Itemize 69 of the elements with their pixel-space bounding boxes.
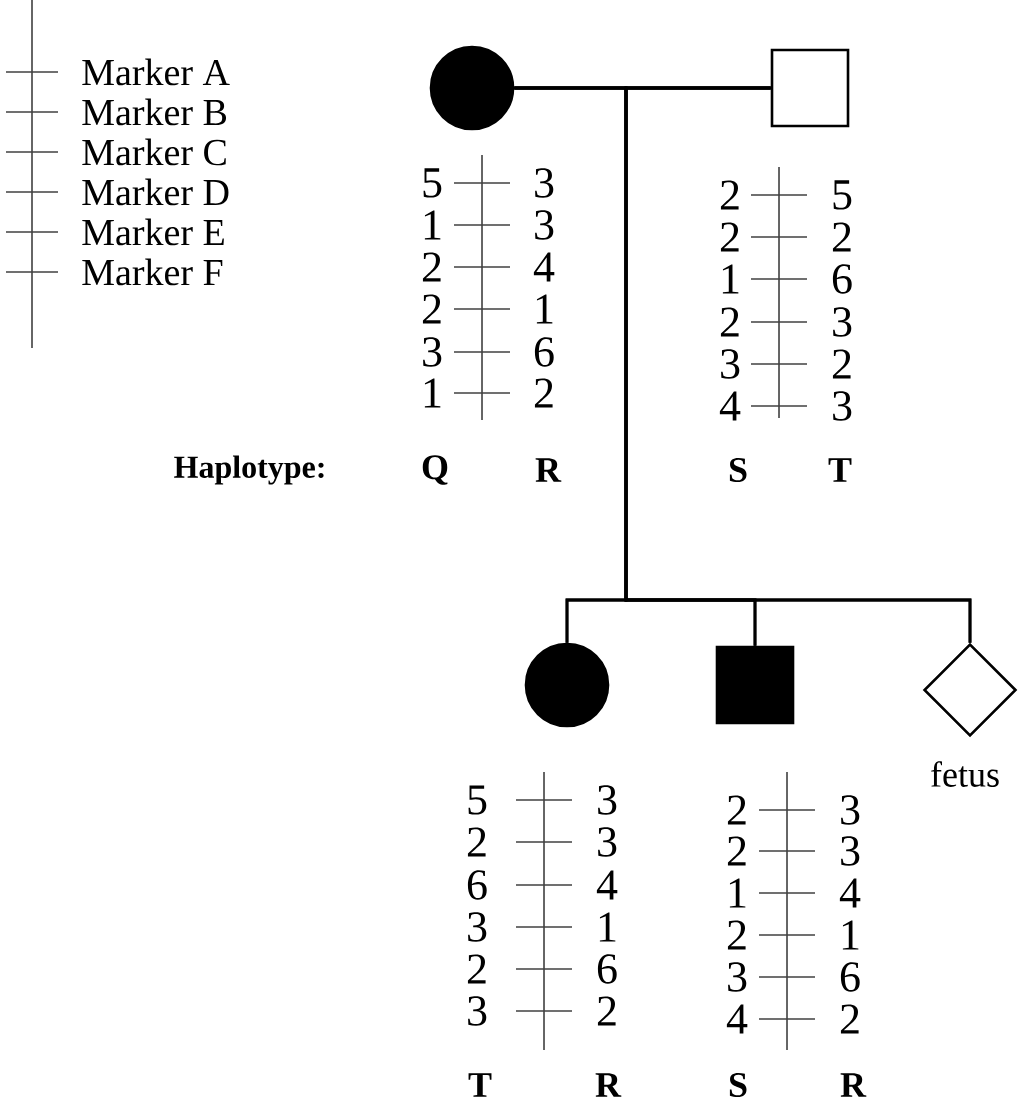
allele-number: 1 bbox=[722, 264, 739, 294]
allele-number: 3 bbox=[468, 912, 487, 942]
allele-number: 3 bbox=[535, 210, 554, 240]
haplotype-label: R bbox=[535, 458, 562, 482]
allele-number: 2 bbox=[832, 349, 851, 379]
allele-number: 6 bbox=[832, 264, 852, 294]
allele-number: 3 bbox=[468, 996, 487, 1026]
female-circle bbox=[524, 642, 610, 728]
allele-number: 1 bbox=[842, 920, 859, 950]
allele-number: 3 bbox=[598, 827, 617, 857]
marker-label: Marker C bbox=[82, 138, 226, 166]
descent-line bbox=[624, 86, 972, 643]
marker-label: Marker B bbox=[82, 98, 227, 126]
allele-number: 6 bbox=[534, 337, 554, 367]
male-square bbox=[715, 645, 795, 725]
allele-number: 1 bbox=[729, 878, 746, 908]
allele-number: 3 bbox=[423, 337, 442, 367]
allele-number: 6 bbox=[467, 870, 487, 900]
allele-number: 2 bbox=[720, 307, 739, 337]
allele-number: 4 bbox=[596, 870, 618, 900]
allele-number: 3 bbox=[833, 307, 852, 337]
allele-number: 3 bbox=[833, 391, 852, 421]
allele-number: 5 bbox=[833, 180, 852, 210]
allele-number: 2 bbox=[534, 378, 553, 408]
allele-number: 3 bbox=[841, 795, 860, 825]
allele-number: 3 bbox=[841, 836, 860, 866]
allele-number: 6 bbox=[597, 954, 617, 984]
allele-number: 4 bbox=[719, 391, 741, 421]
marker-label: Marker A bbox=[82, 58, 230, 86]
allele-number: 2 bbox=[597, 996, 616, 1026]
allele-number: 2 bbox=[727, 920, 746, 950]
allele-number: 2 bbox=[467, 827, 486, 857]
haplotype-label: R bbox=[595, 1073, 622, 1097]
haplotype-label: R bbox=[840, 1073, 867, 1097]
allele-number: 2 bbox=[840, 1004, 859, 1034]
allele-number: 3 bbox=[598, 785, 617, 815]
allele-number: 4 bbox=[839, 878, 861, 908]
allele-number: 1 bbox=[424, 378, 441, 408]
allele-number: 1 bbox=[599, 912, 616, 942]
allele-number: 2 bbox=[727, 836, 746, 866]
allele-number: 2 bbox=[727, 795, 746, 825]
allele-number: 3 bbox=[728, 962, 747, 992]
beside-label: fetus bbox=[931, 761, 999, 787]
haplotype-label: T bbox=[468, 1073, 492, 1097]
allele-number: 2 bbox=[422, 252, 441, 282]
marker-label: Marker F bbox=[82, 258, 223, 286]
haplotype-label: Q bbox=[422, 455, 448, 485]
allele-number: 3 bbox=[535, 168, 554, 198]
marker-label: Marker D bbox=[82, 178, 229, 206]
allele-number: 2 bbox=[720, 180, 739, 210]
haplotype-label: S bbox=[729, 1072, 747, 1098]
allele-number: 4 bbox=[726, 1004, 748, 1034]
allele-number: 1 bbox=[424, 210, 441, 240]
allele-number: 2 bbox=[467, 954, 486, 984]
allele-number: 5 bbox=[423, 168, 442, 198]
allele-number: 2 bbox=[720, 222, 739, 252]
haplotype-label: T bbox=[828, 458, 852, 482]
allele-number: 4 bbox=[533, 252, 555, 282]
marker-label: Marker E bbox=[82, 218, 224, 246]
female-circle bbox=[429, 45, 515, 131]
allele-number: 3 bbox=[721, 349, 740, 379]
allele-number: 2 bbox=[422, 294, 441, 324]
allele-number: 1 bbox=[536, 294, 553, 324]
haplotype-heading: Haplotype: bbox=[174, 455, 324, 485]
allele-number: 6 bbox=[840, 962, 860, 992]
male-square bbox=[770, 48, 850, 128]
allele-number: 5 bbox=[468, 785, 487, 815]
haplotype-label: S bbox=[729, 457, 747, 483]
allele-number: 2 bbox=[832, 222, 851, 252]
